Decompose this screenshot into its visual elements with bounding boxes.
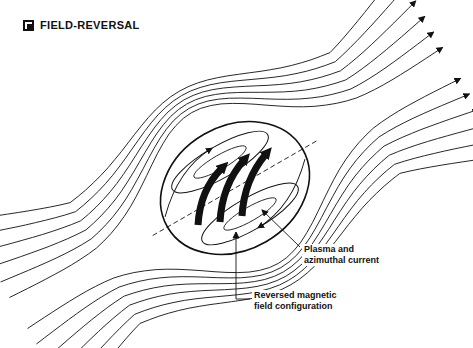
- field-line: [10, 48, 443, 298]
- current-arrows: [198, 154, 266, 225]
- field-line: [36, 94, 469, 344]
- diagram-title: FIELD-REVERSAL: [38, 19, 142, 31]
- leader-lines: [233, 210, 300, 299]
- field-line: [28, 79, 461, 329]
- title-icon: [24, 21, 33, 30]
- field-line: [0, 0, 407, 236]
- callout-label: Reversed magnetic field configuration: [252, 290, 356, 312]
- field-line: [1, 32, 434, 282]
- callout-label: Plasma and azimuthal current: [302, 244, 396, 266]
